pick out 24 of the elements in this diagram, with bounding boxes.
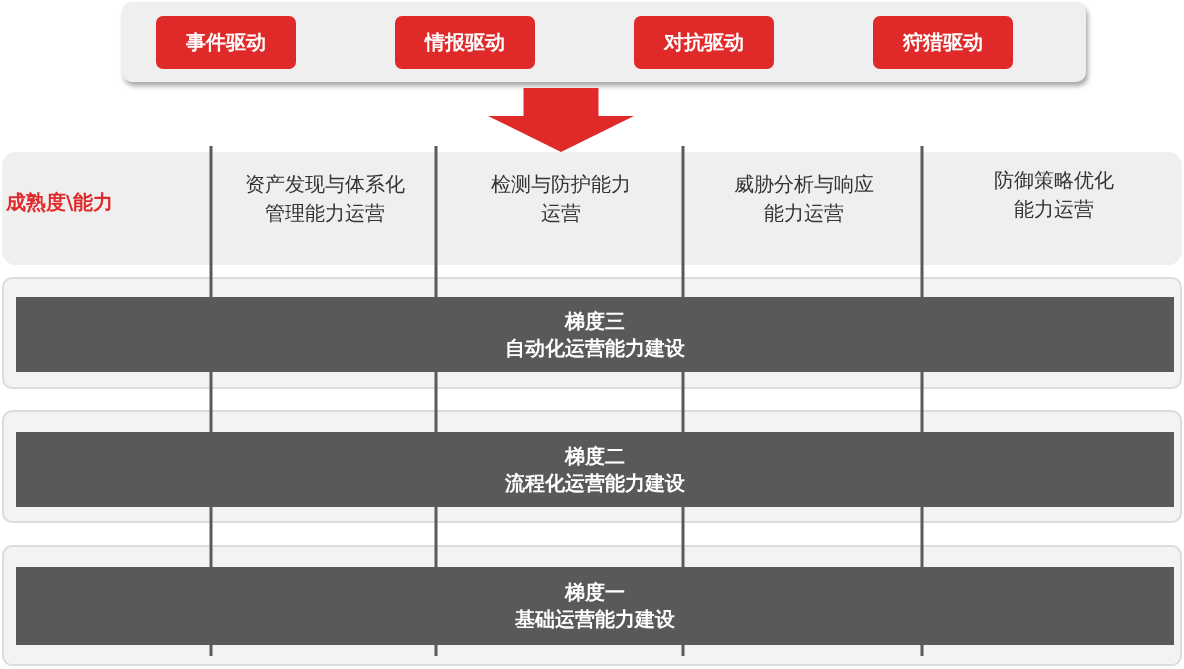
column-heading: 检测与防护能力运营 xyxy=(490,171,632,227)
tier-title: 梯度三 xyxy=(565,307,625,335)
tier-title: 梯度一 xyxy=(565,579,625,606)
row-band xyxy=(2,545,1182,666)
row-band xyxy=(2,277,1182,389)
column-heading: 威胁分析与响应能力运营 xyxy=(733,171,875,227)
maturity-ability-label: 成熟度\能力 xyxy=(6,189,115,216)
tier-bar xyxy=(16,567,1174,645)
down-arrow xyxy=(488,88,634,152)
tier-bar xyxy=(16,297,1174,372)
column-heading: 防御策略优化能力运营 xyxy=(993,167,1115,223)
tier-description: 基础运营能力建设 xyxy=(515,606,675,633)
row-band xyxy=(2,410,1182,523)
driver-button: 狩猎驱动 xyxy=(873,16,1013,69)
tier-description: 自动化运营能力建设 xyxy=(505,334,685,362)
driver-button: 事件驱动 xyxy=(156,16,296,69)
button-panel xyxy=(122,2,1086,82)
tier-description: 流程化运营能力建设 xyxy=(505,469,685,497)
header-band xyxy=(2,152,1182,265)
driver-button: 情报驱动 xyxy=(395,16,535,69)
column-heading: 资产发现与体系化管理能力运营 xyxy=(244,171,406,227)
tier-bar xyxy=(16,432,1174,507)
driver-button: 对抗驱动 xyxy=(634,16,774,69)
tier-title: 梯度二 xyxy=(565,442,625,470)
